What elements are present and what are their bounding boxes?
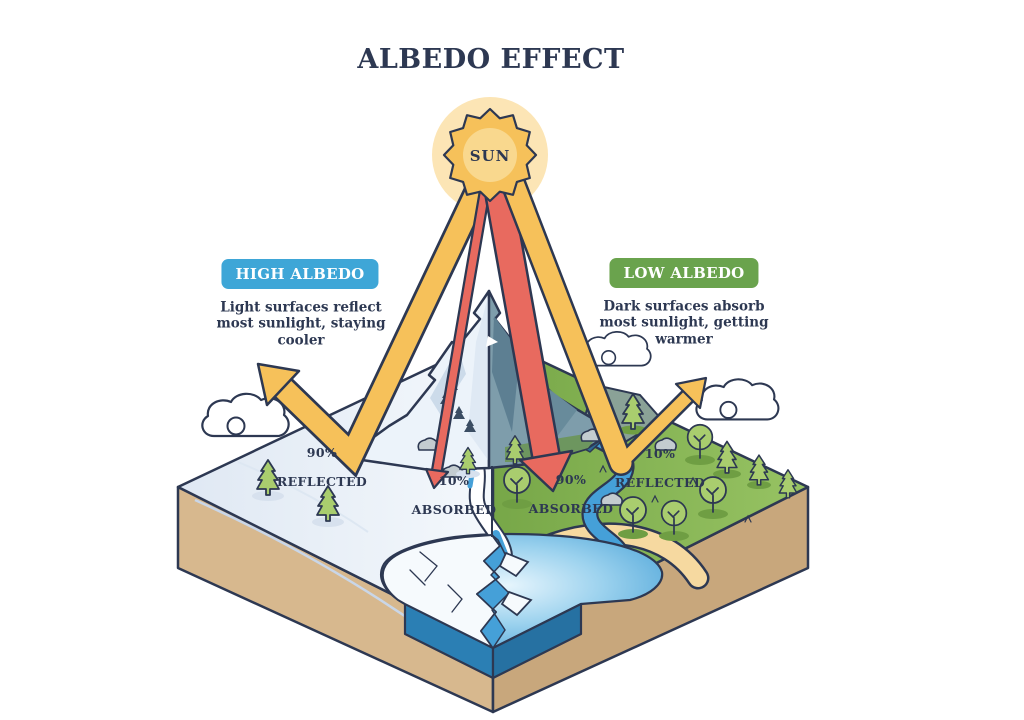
- ice-floe-1: [498, 551, 530, 578]
- arrowhead-absorbed-left: [424, 467, 450, 490]
- label-90-reflected: 90% REFLECTED: [277, 432, 367, 504]
- tree-shadow: [698, 509, 728, 519]
- tree-shadow: [312, 517, 344, 527]
- tree-shadow: [659, 531, 689, 541]
- percent-word: ABSORBED: [528, 501, 614, 517]
- low-albedo-badge: LOW ALBEDO: [609, 258, 759, 288]
- mountain-facet-1: [468, 297, 488, 460]
- low-albedo-description: Dark surfaces absorb most sunlight, gett…: [599, 298, 769, 348]
- tree-shadow: [713, 469, 741, 479]
- sun-icon: [442, 107, 538, 203]
- absorbed-beam-right: [482, 167, 574, 493]
- percent-value: 10%: [644, 446, 676, 462]
- snow-drift-line-2: [237, 461, 369, 533]
- sun-inner-disc: [463, 128, 517, 182]
- tree-shadow: [252, 491, 284, 501]
- label-10-reflected: 10% REFLECTED: [615, 433, 705, 505]
- high-albedo-description: Light surfaces reflect most sunlight, st…: [216, 299, 386, 349]
- tree-shadow: [685, 455, 715, 465]
- lake-and-rivers: [380, 406, 710, 680]
- percent-value: 90%: [306, 445, 338, 461]
- reflected-beam-left: [256, 169, 495, 478]
- snow-drift-line: [194, 498, 429, 634]
- sun-label: SUN: [469, 147, 511, 165]
- percent-word: REFLECTED: [276, 474, 368, 490]
- reflected-beam-right: [500, 170, 708, 476]
- percent-word: ABSORBED: [411, 502, 497, 518]
- cloud-icon: [695, 378, 780, 421]
- ice-floe-2: [500, 590, 533, 617]
- percent-word: REFLECTED: [614, 475, 706, 491]
- cloud-icon: [201, 392, 290, 438]
- arrowhead-reflected-left: [256, 362, 301, 407]
- label-10-absorbed: 10% ABSORBED: [412, 460, 497, 532]
- page-title: ALBEDO EFFECT: [357, 43, 625, 75]
- tree-shadow: [618, 529, 648, 539]
- water-front-right: [491, 602, 583, 680]
- ice-cracks: [409, 551, 463, 613]
- arrowhead-reflected-right: [674, 376, 708, 410]
- arrowhead-absorbed-right: [518, 449, 574, 493]
- grass-tufts: [599, 464, 752, 523]
- high-albedo-badge: HIGH ALBEDO: [221, 259, 379, 289]
- trees: [252, 393, 798, 541]
- percent-value: 10%: [438, 473, 470, 489]
- label-90-absorbed: 90% ABSORBED: [529, 459, 614, 531]
- tree-shadow: [502, 499, 532, 509]
- percent-value: 90%: [555, 472, 587, 488]
- mountain-face-snow: [349, 289, 491, 472]
- absorbed-beam-left: [424, 178, 492, 490]
- mountain-snow-highlight: [486, 336, 498, 347]
